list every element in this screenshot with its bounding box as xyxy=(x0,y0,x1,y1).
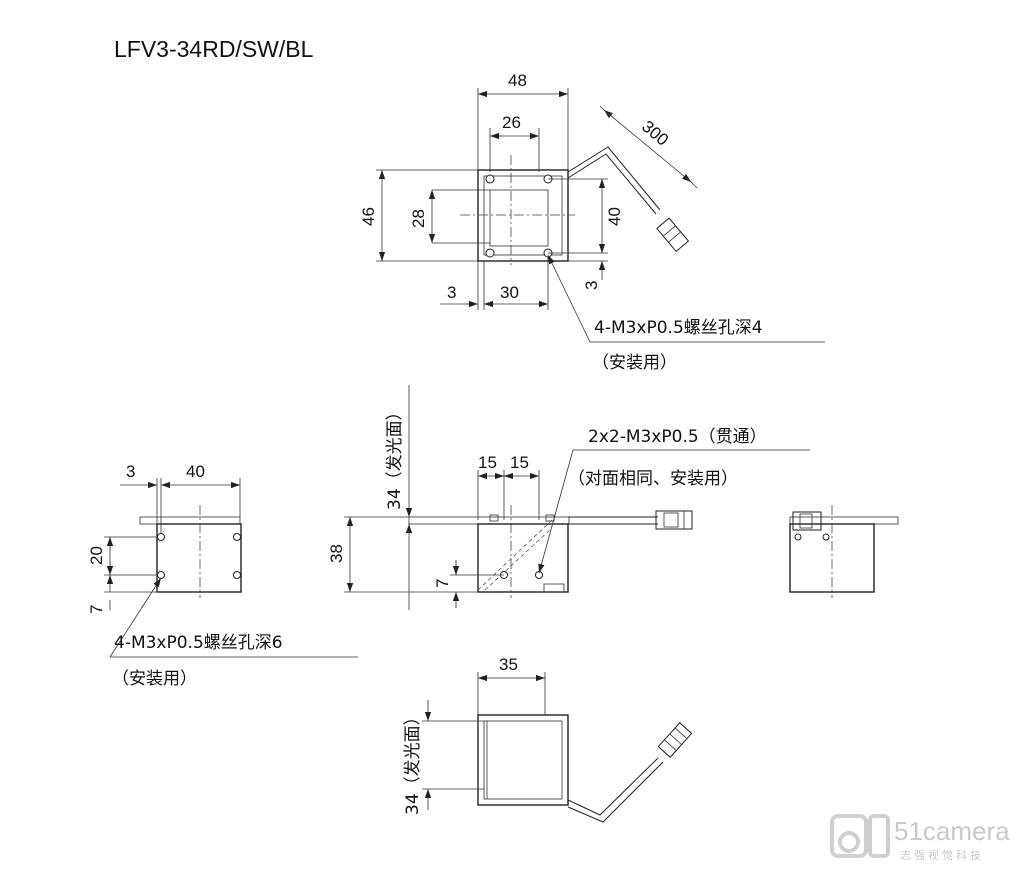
top-view-window xyxy=(489,189,549,247)
mount-hole xyxy=(157,571,165,579)
front-dim-bottom-label: 7 xyxy=(433,579,452,588)
left-view-flange xyxy=(139,516,241,525)
mount-hole xyxy=(485,174,495,184)
left-dim-width-label: 40 xyxy=(186,462,205,481)
dim-width-label: 48 xyxy=(508,71,527,90)
watermark-tagline: 志强视觉科技 xyxy=(900,848,984,862)
left-dim-bottom-label: 7 xyxy=(87,605,106,614)
front-note-line1: 2x2-M3xP0.5（贯通） xyxy=(588,427,767,447)
dim-hole-pitch-v-label: 40 xyxy=(605,207,624,226)
dim-offset-label: 3 xyxy=(447,283,456,302)
dim-height-label: 46 xyxy=(359,207,378,226)
watermark: 51camera 志强视觉科技 xyxy=(830,814,1010,862)
top-view-body xyxy=(477,169,569,262)
left-dim-hole-v-label: 20 xyxy=(87,546,106,565)
bottom-view: 35 34（发光面） xyxy=(403,655,693,823)
bottom-dim-emit-label: 34（发光面） xyxy=(403,708,423,815)
front-dim-a-label: 15 xyxy=(478,453,497,472)
right-view-flange xyxy=(789,516,899,525)
front-note-line2: （对面相同、安装用） xyxy=(568,469,738,489)
bottom-view-body xyxy=(477,714,569,806)
mount-hole xyxy=(233,571,241,579)
bottom-connector xyxy=(657,722,693,758)
right-view xyxy=(789,505,899,598)
top-connector xyxy=(656,217,690,253)
mount-hole xyxy=(157,533,165,541)
top-note-line2: （安装用） xyxy=(592,353,677,373)
front-view-flange xyxy=(408,516,570,525)
top-cable xyxy=(567,146,661,211)
dim-inner-height-label: 28 xyxy=(409,209,428,228)
left-note-line2: （安装用） xyxy=(112,669,197,689)
dim-inner-width-label: 26 xyxy=(502,113,521,132)
front-dim-height-label: 38 xyxy=(327,544,346,563)
front-dim-emit-label: 34（发光面） xyxy=(385,403,405,510)
dim-hole-pitch-h-label: 30 xyxy=(500,283,519,302)
top-note-line1: 4-M3xP0.5螺丝孔深4 xyxy=(594,318,763,338)
top-view: 48 26 300 46 28 40 3 3 30 xyxy=(359,71,825,373)
left-view-body xyxy=(156,523,242,593)
left-note-line1: 4-M3xP0.5螺丝孔深6 xyxy=(114,633,283,653)
front-dim-b-label: 15 xyxy=(510,453,529,472)
drawing-title: LFV3-34RD/SW/BL xyxy=(114,36,314,62)
watermark-brand: 51camera xyxy=(894,816,1010,846)
top-view-plate xyxy=(483,175,563,256)
front-connector xyxy=(655,510,693,530)
right-connector xyxy=(792,511,822,531)
front-view: 34（发光面） 15 15 38 7 2x2-M3xP0.5（贯通） （对面相同… xyxy=(327,385,810,610)
watermark-logo xyxy=(830,814,890,858)
front-view-body xyxy=(477,523,569,593)
mount-hole xyxy=(233,533,241,541)
left-dim-offset-label: 3 xyxy=(126,462,135,481)
mount-hole xyxy=(485,248,495,258)
dim-cable-label: 300 xyxy=(638,117,672,150)
bottom-cable xyxy=(567,757,659,816)
left-view: 3 40 20 7 4-M3xP0.5螺丝孔深6 （安装用） xyxy=(87,462,358,689)
dim-offset-right-label: 3 xyxy=(582,281,601,290)
bottom-dim-width-label: 35 xyxy=(499,655,518,674)
